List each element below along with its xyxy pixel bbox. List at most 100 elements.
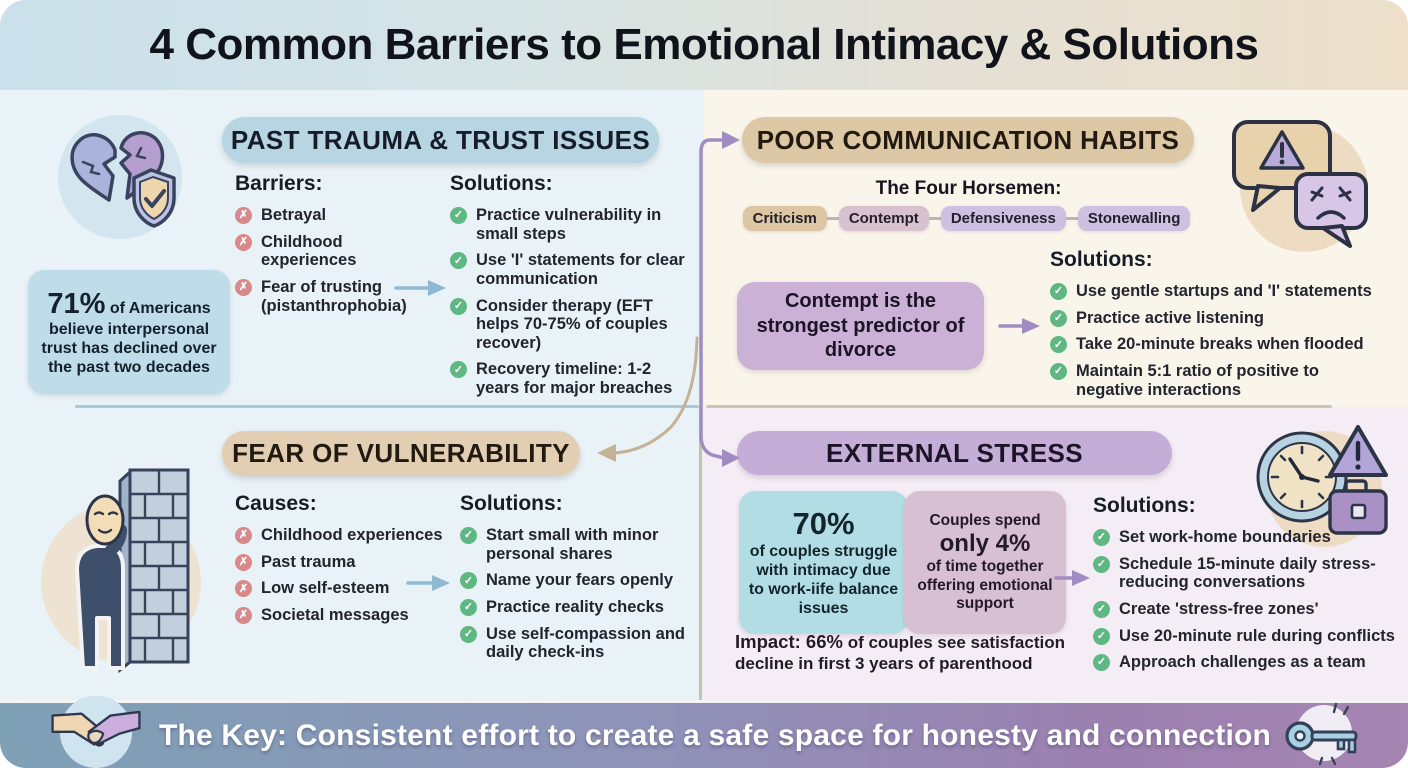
solution-text: Practice reality checks [486, 597, 664, 616]
cause-x-icon: ✗ [235, 606, 252, 624]
list-item: ✓ Use 20-minute rule during conflicts [1093, 627, 1408, 646]
mask-behind-wall-icon [41, 468, 201, 674]
barrier-text: Childhood experiences [261, 232, 357, 270]
cause-x-icon: ✗ [235, 580, 252, 598]
vertical-divider [699, 407, 702, 700]
solution-check-icon: ✓ [460, 527, 477, 544]
stat-text: Couples spend only 4% of time together o… [912, 512, 1058, 613]
chip-connector [928, 217, 941, 220]
solutions-list: ✓ Start small with minor personal shares… [460, 526, 710, 662]
stat-text: 71% of Americans believe interpersonal t… [38, 287, 220, 378]
list-item: ✓ Practice vulnerability in small steps [450, 206, 690, 243]
solution-check-icon: ✓ [1093, 555, 1110, 573]
stat-value: only 4% [939, 530, 1031, 558]
solution-check-icon: ✓ [450, 252, 467, 270]
solution-check-icon: ✓ [1093, 529, 1110, 546]
list-item: ✗ Societal messages [235, 606, 455, 625]
solution-check-icon: ✓ [1050, 362, 1067, 380]
quadrant-external-stress: EXTERNAL STRESS 70% o [704, 407, 1408, 700]
solution-text: Use gentle startups and 'I' statements [1076, 282, 1372, 300]
solution-check-icon: ✓ [450, 361, 467, 379]
cause-text: Past trauma [261, 552, 356, 571]
solution-text: Use self-compassion and daily check-ins [486, 624, 685, 662]
barriers-list: ✗ Betrayal ✗ Childhood experiences ✗ Fea… [235, 206, 440, 315]
quadrant-poor-communication: POOR COMMUNICATION HABITS The Four Horse… [704, 90, 1408, 407]
solution-text: Practice active listening [1076, 308, 1265, 327]
list-item: ✓ Set work-home boundaries [1093, 528, 1408, 547]
list-item: ✓ Take 20-minute breaks when flooded [1050, 335, 1390, 354]
barrier-text: Betrayal [261, 206, 327, 224]
impact-text: of couples see satisfaction decline in f… [735, 633, 1065, 673]
solution-check-icon: ✓ [1093, 627, 1110, 645]
stat-text: 70% of couples struggle with intimacy du… [747, 506, 900, 618]
cause-text: Childhood experiences [261, 526, 443, 544]
cause-x-icon: ✗ [235, 553, 252, 571]
solution-text: Create 'stress-free zones' [1119, 599, 1319, 618]
list-item: ✓ Schedule 15-minute daily stress-reduci… [1093, 555, 1408, 592]
quadrant-past-trauma: PAST TRAUMA & TRUST ISSUES 71% of Americ… [0, 90, 704, 407]
solution-check-icon: ✓ [460, 598, 477, 616]
section-header-text: PAST TRAUMA & TRUST ISSUES [230, 124, 651, 155]
solutions-label: Solutions: [450, 172, 553, 195]
list-item: ✓ Practice active listening [1050, 309, 1390, 328]
list-item: ✓ Use 'I' statements for clear communica… [450, 251, 690, 288]
stat-description: of time together offering emotional supp… [917, 558, 1053, 612]
section-header-poor-communication: POOR COMMUNICATION HABITS [742, 117, 1194, 163]
solutions-label: Solutions: [1050, 248, 1153, 271]
quadrant-fear-of-vulnerability: FEAR OF VULNERABILITY Causes: ✗ Childhoo… [0, 407, 704, 700]
solution-text: Use 20-minute rule during conflicts [1119, 626, 1395, 645]
solution-check-icon: ✓ [1093, 600, 1110, 618]
stat-description: of couples struggle with intimacy due to… [748, 543, 899, 617]
speech-bubbles-icon [1232, 120, 1368, 252]
impact-bold: Impact: 66% [735, 631, 843, 652]
solutions-label: Solutions: [460, 492, 563, 515]
solution-text: Start small with minor personal shares [486, 526, 659, 563]
solution-check-icon: ✓ [1093, 654, 1110, 672]
solution-text: Consider therapy (EFT helps 70-75% of co… [476, 296, 668, 352]
list-item: ✓ Create 'stress-free zones' [1093, 600, 1408, 619]
four-horsemen-chips: Criticism Contempt Defensiveness Stonewa… [734, 206, 1199, 231]
solution-check-icon: ✓ [450, 297, 467, 315]
horseman-chip: Stonewalling [1077, 206, 1191, 231]
solution-text: Practice vulnerability in small steps [476, 206, 662, 243]
stat-value: 71% [47, 287, 106, 320]
key-icon [1285, 702, 1358, 766]
stat-pre: Couples spend [929, 511, 1041, 529]
cause-x-icon: ✗ [235, 527, 252, 544]
chip-connector [826, 217, 839, 220]
clock-briefcase-icon [1256, 425, 1388, 547]
solution-text: Use 'I' statements for clear communicati… [476, 251, 685, 288]
stat-value: 70% [792, 506, 855, 542]
solutions-list: ✓ Practice vulnerability in small steps … [450, 206, 690, 398]
solutions-list: ✓ Set work-home boundaries ✓ Schedule 15… [1093, 528, 1408, 672]
handshake-icon [51, 695, 141, 768]
list-item: ✗ Betrayal [235, 206, 440, 225]
list-item: ✗ Fear of trusting (pistanthrophobia) [235, 278, 440, 315]
solution-text: Recovery timeline: 1-2 years for major b… [476, 360, 673, 398]
solution-check-icon: ✓ [1050, 309, 1067, 327]
page-title: 4 Common Barriers to Emotional Intimacy … [149, 20, 1259, 69]
horseman-chip: Defensiveness [940, 206, 1066, 231]
cause-text: Societal messages [261, 605, 409, 624]
solution-text: Set work-home boundaries [1119, 528, 1331, 546]
chip-connector [1065, 217, 1078, 220]
list-item: ✓ Recovery timeline: 1-2 years for major… [450, 360, 690, 397]
four-horsemen-label: The Four Horsemen: [875, 178, 1062, 199]
solution-check-icon: ✓ [1050, 336, 1067, 354]
list-item: ✓ Start small with minor personal shares [460, 526, 710, 563]
cause-text: Low self-esteem [261, 579, 390, 598]
solution-check-icon: ✓ [1050, 283, 1067, 300]
solutions-column: Solutions: ✓ Set work-home boundaries ✓ … [1093, 494, 1408, 680]
barrier-x-icon: ✗ [235, 207, 252, 224]
barriers-column: Barriers: ✗ Betrayal ✗ Childhood experie… [235, 172, 440, 323]
section-header-text: EXTERNAL STRESS [826, 437, 1083, 468]
section-header-external-stress: EXTERNAL STRESS [737, 431, 1172, 475]
contempt-callout: Contempt is the strongest predictor of d… [737, 282, 984, 370]
list-item: ✓ Practice reality checks [460, 598, 710, 617]
section-header-past-trauma: PAST TRAUMA & TRUST ISSUES [222, 117, 659, 163]
footer-key-message: The Key: Consistent effort to create a s… [158, 718, 1272, 752]
causes-list: ✗ Childhood experiences ✗ Past trauma ✗ … [235, 526, 455, 625]
barrier-x-icon: ✗ [235, 278, 252, 296]
footer-bar [0, 703, 1408, 768]
